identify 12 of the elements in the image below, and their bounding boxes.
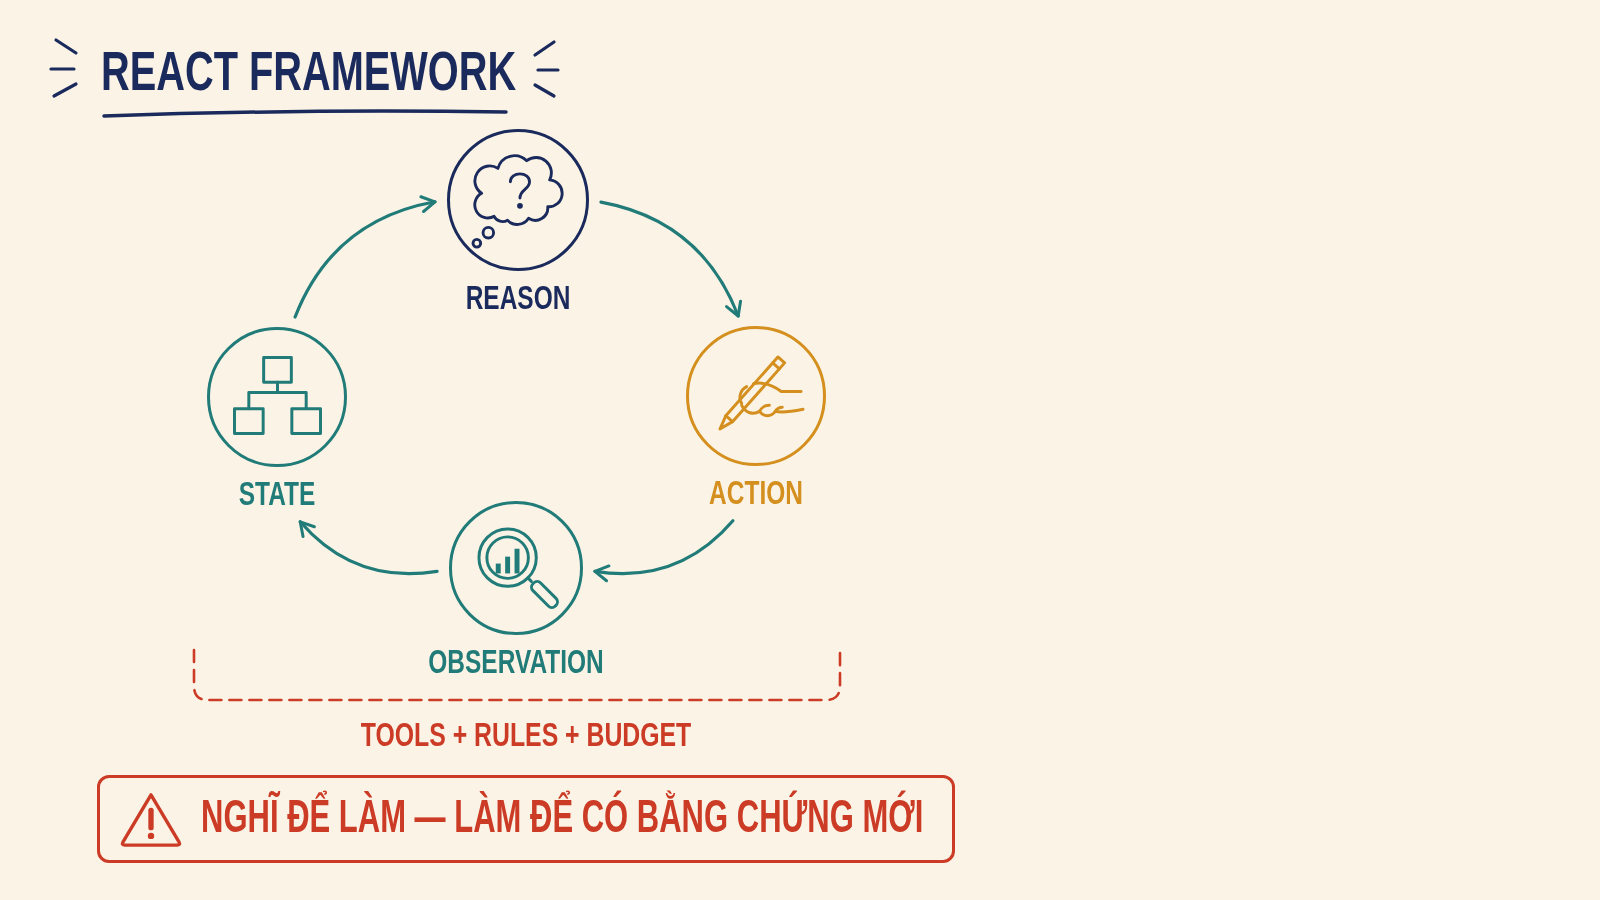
step-label: STATE [238,473,316,514]
step-label: ACTION [709,472,803,513]
title: REACT FRAMEWORK [101,43,517,99]
cycle-arrow [593,519,735,582]
step-label: OBSERVATION [428,641,604,682]
warning-text: NGHĨ ĐỂ LÀM — LÀM ĐỂ CÓ BẰNG CHỨNG MỚI [201,789,924,844]
cycle-arrow [293,195,437,319]
cycle-arrow [599,200,742,318]
warning-banner [97,775,955,863]
step-label: REASON [465,277,571,318]
bracket-caption: TOOLS + RULES + BUDGET [360,714,692,755]
cycle-arrow [298,520,439,576]
